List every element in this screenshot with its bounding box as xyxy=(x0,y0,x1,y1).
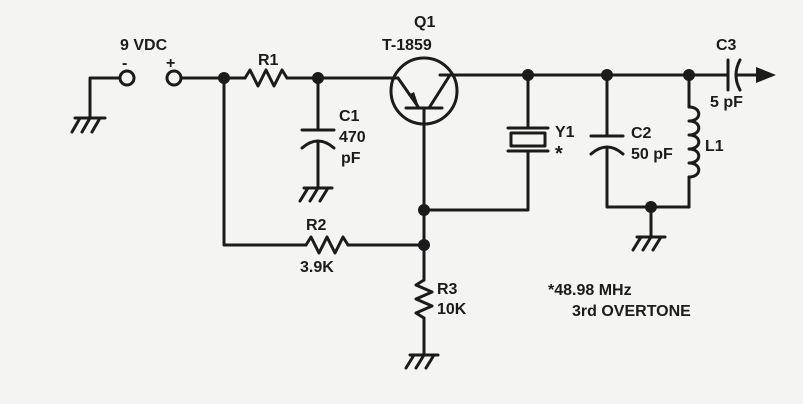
supply-section xyxy=(70,69,183,134)
output-arrow xyxy=(756,67,776,83)
supply-voltage-label: 9 VDC xyxy=(120,37,168,54)
q1-part-label: T-1859 xyxy=(382,37,432,54)
r1-label: R1 xyxy=(258,52,279,69)
ground-symbol-left xyxy=(70,116,107,134)
c1-unit-label: pF xyxy=(341,150,361,167)
c3-label: C3 xyxy=(716,37,737,54)
r2-value-label: 3.9K xyxy=(300,259,334,276)
c1-label: C1 xyxy=(339,108,360,125)
c1-capacitor xyxy=(300,76,336,190)
r2-label: R2 xyxy=(306,217,327,234)
positive-sign: + xyxy=(166,55,175,72)
l1-label: L1 xyxy=(705,138,724,155)
r2-resistor xyxy=(304,235,350,255)
r3-value-label: 10K xyxy=(437,301,467,318)
ground-symbol-tank xyxy=(631,235,667,252)
l1-inductor xyxy=(687,73,701,209)
positive-terminal xyxy=(165,69,183,87)
q1-transistor xyxy=(389,56,459,126)
c2-value-label: 50 pF xyxy=(631,146,673,163)
c3-capacitor xyxy=(726,58,776,92)
overtone-note: 3rd OVERTONE xyxy=(572,303,691,320)
c3-value-label: 5 pF xyxy=(710,94,743,111)
y1-crystal xyxy=(422,73,550,212)
y1-marker: * xyxy=(555,143,563,165)
junction-dots xyxy=(218,69,695,251)
negative-sign: - xyxy=(122,55,127,72)
ground-lead-left xyxy=(88,76,121,120)
q1-ref-label: Q1 xyxy=(414,14,435,31)
emitter-arrow xyxy=(408,92,418,104)
feedback-wire xyxy=(222,76,308,247)
frequency-note: *48.98 MHz xyxy=(548,282,632,299)
negative-terminal xyxy=(118,69,136,87)
ground-symbol-c1 xyxy=(298,186,334,203)
c1-value-label: 470 xyxy=(339,129,366,146)
c2-capacitor xyxy=(589,73,691,209)
ground-symbol-r3 xyxy=(404,353,440,370)
y1-label: Y1 xyxy=(555,124,575,141)
r3-resistor xyxy=(414,278,434,320)
c2-label: C2 xyxy=(631,125,652,142)
r3-label: R3 xyxy=(437,281,458,298)
r1-resistor xyxy=(243,68,289,88)
